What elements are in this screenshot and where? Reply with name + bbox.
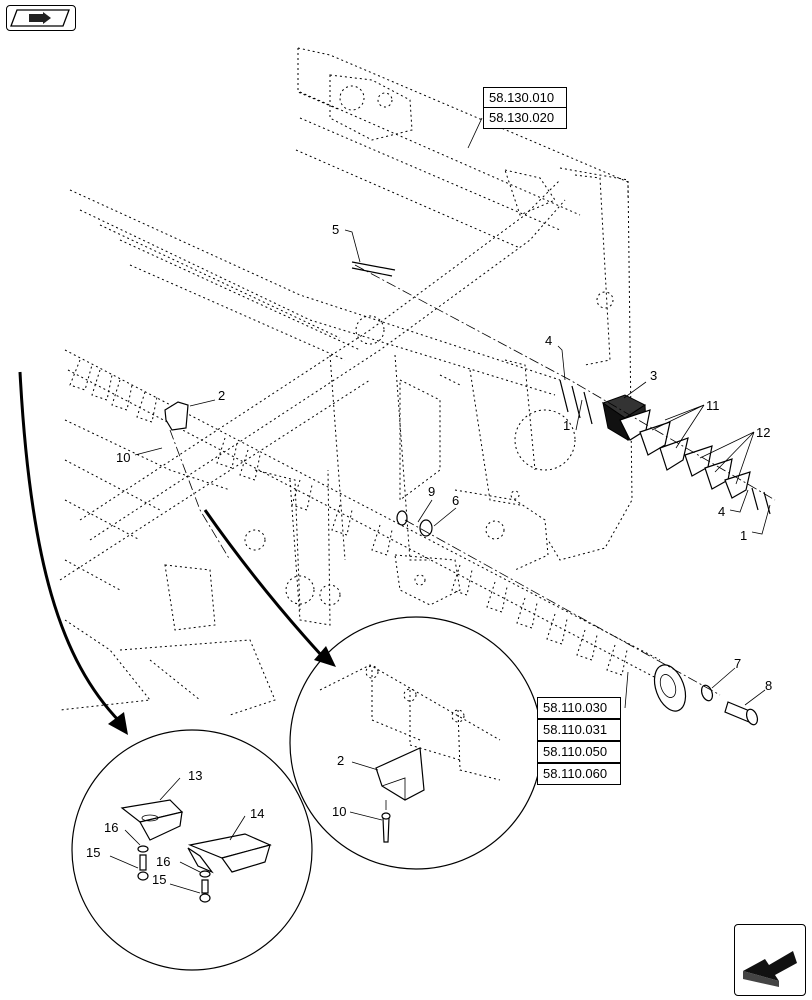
bolt-8 [724, 701, 759, 726]
shield-2-small [164, 401, 189, 431]
knife-guards [69, 359, 628, 676]
leader-lines [109, 117, 771, 894]
callout-16: 16 [156, 854, 170, 869]
callout-15: 15 [152, 872, 166, 887]
detail-view-knife-guard [289, 616, 543, 870]
callout-10: 10 [332, 804, 346, 819]
detail-arrows [18, 371, 336, 735]
callout-4: 4 [545, 333, 552, 348]
callout-6: 6 [452, 493, 459, 508]
knife-head-part [653, 664, 687, 712]
callout-12: 12 [756, 425, 770, 440]
next-page-arrow-icon [743, 951, 797, 987]
reference-link[interactable]: 58.110.050 [537, 741, 621, 763]
callout-13: 13 [188, 768, 202, 783]
header-frame [59, 47, 661, 716]
callout-1: 1 [740, 528, 747, 543]
callout-labels: 1 1 2 2 3 4 4 5 6 7 8 9 10 10 11 12 13 1… [86, 222, 772, 887]
guard-plates-12 [684, 445, 751, 499]
next-page-button[interactable] [734, 924, 806, 996]
reference-link[interactable]: 58.130.010 [483, 87, 567, 109]
washer-7 [700, 684, 714, 702]
callout-14: 14 [250, 806, 264, 821]
detail-view-shields [71, 729, 313, 971]
callout-8: 8 [765, 678, 772, 693]
callout-2: 2 [218, 388, 225, 403]
washer-6 [419, 519, 433, 537]
hand-pointing-icon [10, 9, 70, 27]
back-button[interactable] [6, 5, 76, 31]
washer-9 [396, 510, 408, 526]
callout-15: 15 [86, 845, 100, 860]
callout-1: 1 [563, 418, 570, 433]
callout-3: 3 [650, 368, 657, 383]
assembly-centerline [354, 264, 776, 501]
callout-5: 5 [332, 222, 339, 237]
reference-link[interactable]: 58.110.031 [537, 719, 621, 741]
callout-16: 16 [104, 820, 118, 835]
reference-link[interactable]: 58.110.030 [537, 697, 621, 719]
callout-10: 10 [116, 450, 130, 465]
callout-11: 11 [706, 398, 720, 413]
bolts-4-1 [559, 379, 771, 515]
reference-link[interactable]: 58.130.020 [483, 107, 567, 129]
guard-plates-11 [619, 409, 689, 471]
pins-5 [351, 261, 396, 277]
callout-4: 4 [718, 504, 725, 519]
callout-2: 2 [337, 753, 344, 768]
callout-7: 7 [734, 656, 741, 671]
callout-9: 9 [428, 484, 435, 499]
reference-link[interactable]: 58.110.060 [537, 763, 621, 785]
